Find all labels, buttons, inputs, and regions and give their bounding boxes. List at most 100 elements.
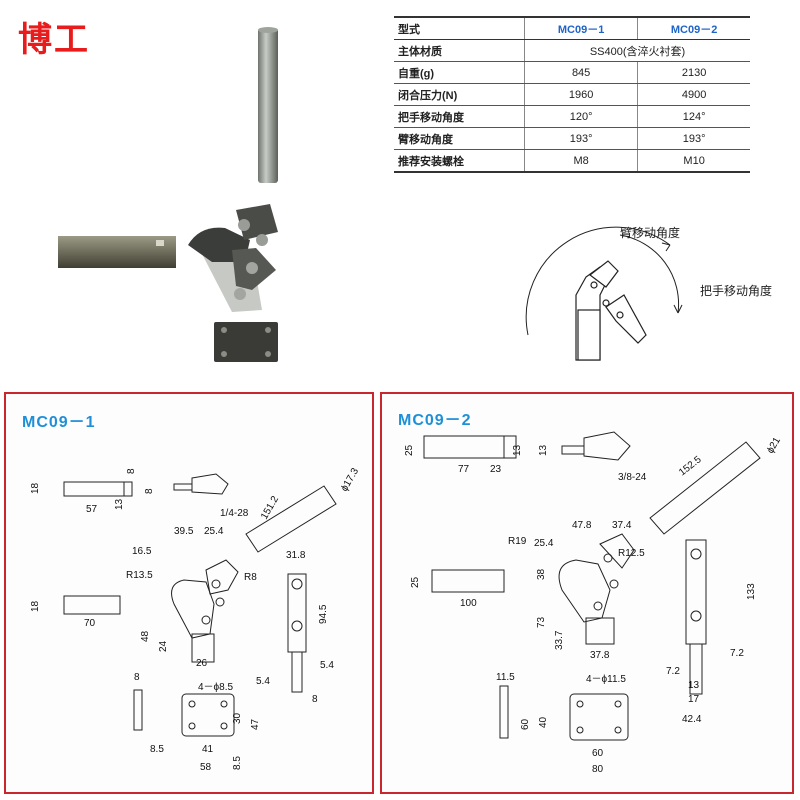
dim-label: 152.5 (677, 454, 704, 478)
spec-row-bolt: 推荐安装螺栓 M8 M10 (394, 149, 750, 173)
handle-angle-label: 把手移动角度 (700, 284, 773, 298)
dim-label: R19 (508, 536, 527, 547)
dim-label: 40 (538, 716, 549, 728)
dim-label: 25.4 (204, 526, 224, 537)
dim-label: ϕ21 (765, 435, 783, 455)
spec-header-row: 型式 MC09－1 MC09－2 (394, 16, 750, 40)
dim-label: 8 (144, 488, 155, 494)
dim-label: 94.5 (318, 604, 329, 624)
dim-label: 41 (202, 744, 214, 755)
angle-diagram (525, 226, 683, 361)
spec-table: 型式 MC09－1 MC09－2 主体材质 SS400(含淬火衬套) 自重(g)… (394, 16, 750, 173)
spec-row-label: 自重(g) (394, 61, 525, 84)
spec-row-arm-angle: 臂移动角度 193° 193° (394, 127, 750, 150)
dim-label: 31.8 (286, 550, 306, 561)
dim-label: 7.2 (730, 648, 744, 659)
spec-row-handle-angle: 把手移动角度 120° 124° (394, 105, 750, 128)
dim-label: 33.7 (554, 630, 565, 650)
dim-label: 47.8 (572, 520, 592, 531)
dim-label: 5.4 (320, 660, 334, 671)
dim-label: 58 (200, 762, 212, 773)
brand-title: 博工 (18, 20, 90, 60)
spec-row-value: 193° (523, 127, 638, 150)
technical-drawing-1: 18 8 57 13 8 1/4-28 151.2 ϕ17.3 39.5 25.… (30, 466, 361, 773)
dim-label: 1/4-28 (220, 508, 249, 519)
spec-row-label: 推荐安装螺栓 (394, 149, 525, 173)
dim-label: 38 (536, 568, 547, 580)
spec-row-value: 193° (637, 127, 750, 150)
dim-label: 17 (688, 694, 700, 705)
technical-drawing-2: 25 77 23 13 13 3/8-24 152.5 ϕ21 47.8 37.… (404, 431, 783, 775)
dim-label: 13 (538, 444, 549, 456)
spec-row-pressure: 闭合压力(N) 1960 4900 (394, 83, 750, 106)
dim-label: 18 (30, 482, 41, 494)
dim-label: 30 (232, 712, 243, 724)
dim-label: 73 (536, 616, 547, 628)
dim-label: 7.2 (666, 666, 680, 677)
dim-label: 8 (126, 468, 137, 474)
dim-label: 151.2 (259, 494, 281, 522)
dim-label: 8.5 (150, 744, 164, 755)
dim-label: R12.5 (618, 548, 645, 559)
dim-label: 4－ϕ8.5 (198, 682, 234, 693)
base-plate-image (214, 322, 278, 362)
dim-label: 48 (140, 630, 151, 642)
dim-label: 25.4 (534, 538, 554, 549)
spec-row-value: 4900 (637, 83, 750, 106)
drawing-panel-mc09-1: MC09－1 (4, 392, 374, 794)
dim-label: 8 (312, 694, 318, 705)
dim-label: 4－ϕ11.5 (586, 674, 626, 685)
dim-label: 23 (490, 464, 502, 475)
dim-label: 42.4 (682, 714, 702, 725)
dim-label: 16.5 (132, 546, 152, 557)
dim-label: 100 (460, 598, 477, 609)
handle-rod-image (258, 28, 278, 183)
arm-angle-label: 臂移动角度 (620, 226, 681, 240)
dim-label: 18 (30, 600, 41, 612)
product-photo (58, 27, 278, 362)
spec-row-label: 把手移动角度 (394, 105, 525, 128)
dim-label: 13 (512, 444, 523, 456)
dim-label: 39.5 (174, 526, 194, 537)
spec-row-label: 闭合压力(N) (394, 83, 525, 106)
spec-row-value: 2130 (637, 61, 750, 84)
spec-row-value: 845 (523, 61, 638, 84)
dim-label: 37.8 (590, 650, 610, 661)
spec-row-value: SS400(含淬火衬套) (524, 39, 750, 62)
spec-row-weight: 自重(g) 845 2130 (394, 61, 750, 84)
spec-row-label: 主体材质 (394, 39, 525, 62)
dim-label: 60 (520, 718, 531, 730)
spec-row-value: M10 (637, 149, 750, 173)
dim-label: R8 (244, 572, 257, 583)
dim-label: 57 (86, 504, 98, 515)
clamp-body-image (188, 204, 278, 312)
dim-label: 24 (158, 640, 169, 652)
dim-label: ϕ17.3 (339, 466, 361, 494)
dim-label: 26 (196, 658, 208, 669)
spec-row-material: 主体材质 SS400(含淬火衬套) (394, 39, 750, 62)
panel-title: MC09－1 (22, 414, 96, 431)
dim-label: 25 (410, 576, 421, 588)
spec-row-label: 臂移动角度 (394, 127, 525, 150)
dim-label: 8.5 (232, 756, 243, 770)
spec-row-value: 1960 (523, 83, 638, 106)
spec-header-col1: MC09－1 (523, 16, 638, 40)
dim-label: R13.5 (126, 570, 153, 581)
dim-label: 25 (404, 444, 415, 456)
drawing-panel-mc09-2: MC09－2 25 77 23 13 13 3/8-2 (380, 392, 794, 794)
spec-row-value: 120° (523, 105, 638, 128)
dim-label: 5.4 (256, 676, 270, 687)
dim-label: 60 (592, 748, 604, 759)
spec-header-col2: MC09－2 (637, 16, 750, 40)
dim-label: 37.4 (612, 520, 632, 531)
dim-label: 77 (458, 464, 470, 475)
spec-row-value: M8 (523, 149, 638, 173)
dim-label: 80 (592, 764, 604, 775)
dim-label: 11.5 (496, 672, 515, 683)
dim-label: 70 (84, 618, 96, 629)
dim-label: 47 (250, 718, 261, 730)
dim-label: 13 (688, 680, 700, 691)
dim-label: 13 (114, 498, 125, 510)
spec-row-value: 124° (637, 105, 750, 128)
dim-label: 8 (134, 672, 140, 683)
